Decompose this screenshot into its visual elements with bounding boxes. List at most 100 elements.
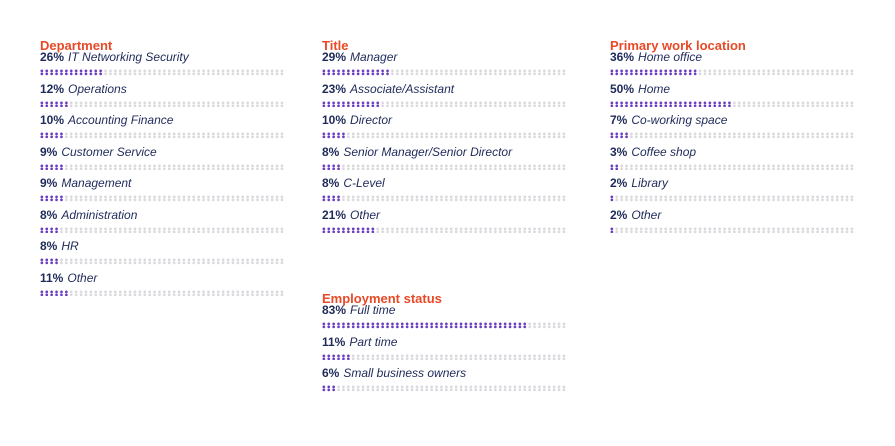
bar-dot-empty bbox=[538, 198, 541, 202]
data-label: 29% bbox=[322, 50, 347, 64]
bar-dot-empty bbox=[562, 167, 566, 170]
bar-dot-filled bbox=[40, 72, 44, 76]
bar-dot-empty bbox=[246, 167, 249, 170]
bar-dot-empty bbox=[158, 104, 161, 107]
bar-dot-empty bbox=[547, 104, 551, 107]
item-label: 11%Part time bbox=[322, 335, 397, 349]
bar-dot-empty bbox=[143, 164, 147, 167]
bar-dot-filled bbox=[371, 72, 375, 76]
bar-dot-filled bbox=[508, 322, 512, 326]
bar-dot-empty bbox=[420, 388, 424, 392]
bar-dot-empty bbox=[728, 132, 731, 136]
bar-dot-empty bbox=[270, 167, 274, 170]
bar-dot-empty bbox=[167, 227, 171, 230]
dot-bar bbox=[40, 258, 284, 265]
bar-dot-empty bbox=[138, 164, 142, 167]
bar-dot-filled bbox=[332, 167, 335, 170]
bar-dot-empty bbox=[381, 132, 384, 136]
bar-dot-empty bbox=[479, 104, 482, 107]
bar-dot-filled bbox=[679, 104, 682, 107]
bar-dot-empty bbox=[212, 261, 215, 265]
data-label: 11% bbox=[322, 334, 346, 349]
bar-dot-empty bbox=[445, 198, 448, 202]
bar-dot-empty bbox=[246, 230, 249, 233]
bar-dot-empty bbox=[796, 195, 800, 199]
bar-dot-filled bbox=[337, 104, 340, 107]
bar-dot-empty bbox=[270, 72, 274, 76]
bar-dot-empty bbox=[713, 195, 717, 199]
bar-dot-empty bbox=[94, 167, 98, 170]
bar-dot-empty bbox=[498, 104, 502, 107]
bar-dot-filled bbox=[332, 104, 335, 107]
bar-dot-empty bbox=[376, 354, 380, 357]
bar-dot-empty bbox=[79, 198, 83, 202]
bar-dot-filled bbox=[89, 72, 93, 76]
bar-dot-filled bbox=[644, 104, 648, 107]
bar-dot-empty bbox=[762, 135, 766, 139]
bar-dot-filled bbox=[45, 104, 49, 107]
bar-dot-empty bbox=[69, 227, 73, 230]
bar-dot-empty bbox=[850, 104, 854, 107]
bar-dot-empty bbox=[361, 132, 365, 136]
bar-dot-empty bbox=[747, 227, 751, 230]
bar-dot-filled bbox=[55, 72, 58, 76]
bar-dot-empty bbox=[454, 388, 458, 392]
bar-dot-empty bbox=[158, 195, 161, 199]
bar-dot-filled bbox=[610, 164, 614, 167]
bar-dot-empty bbox=[236, 293, 240, 296]
bar-dot-filled bbox=[347, 72, 350, 76]
bar-dot-empty bbox=[533, 322, 536, 326]
bar-dot-empty bbox=[850, 72, 854, 76]
bar-dot-empty bbox=[767, 104, 770, 107]
bar-dot-empty bbox=[459, 198, 463, 202]
bar-dot-empty bbox=[246, 261, 249, 265]
bar-dot-empty bbox=[513, 227, 517, 230]
bar-dot-empty bbox=[737, 230, 741, 233]
bar-dot-empty bbox=[361, 135, 365, 139]
bar-dot-empty bbox=[552, 357, 556, 360]
bar-dot-empty bbox=[216, 132, 220, 136]
bar-dot-filled bbox=[649, 72, 653, 76]
bar-dot-filled bbox=[620, 104, 623, 107]
bar-dot-empty bbox=[158, 293, 161, 296]
bar-dot-empty bbox=[400, 167, 404, 170]
bar-dot-empty bbox=[718, 198, 721, 202]
bar-dot-empty bbox=[104, 72, 107, 76]
bar-dot-empty bbox=[356, 198, 360, 202]
bar-dot-filled bbox=[361, 69, 365, 73]
bar-dot-empty bbox=[484, 198, 487, 202]
bar-dot-empty bbox=[396, 69, 399, 73]
bar-dot-empty bbox=[474, 101, 478, 104]
bar-dot-empty bbox=[503, 101, 507, 104]
bar-dot-empty bbox=[231, 135, 235, 139]
bar-dot-filled bbox=[396, 322, 399, 326]
bar-dot-empty bbox=[114, 167, 117, 170]
bar-dot-empty bbox=[256, 198, 259, 202]
bar-dot-empty bbox=[713, 167, 717, 170]
bar-dot-filled bbox=[327, 227, 331, 230]
data-label: 8% bbox=[40, 207, 58, 222]
bar-dot-empty bbox=[376, 357, 380, 360]
bar-dot-filled bbox=[337, 230, 340, 233]
bar-dot-filled bbox=[40, 164, 44, 167]
bar-dot-empty bbox=[177, 69, 181, 73]
bar-dot-filled bbox=[45, 195, 49, 199]
bar-dot-empty bbox=[143, 293, 147, 296]
bar-dot-empty bbox=[479, 354, 482, 357]
bar-dot-empty bbox=[538, 167, 541, 170]
bar-dot-filled bbox=[322, 230, 326, 233]
bar-dot-empty bbox=[688, 164, 692, 167]
bar-dot-filled bbox=[337, 164, 340, 167]
bar-dot-empty bbox=[371, 195, 375, 199]
bar-dot-filled bbox=[65, 69, 68, 73]
bar-dot-filled bbox=[45, 167, 49, 170]
bar-dot-empty bbox=[99, 230, 102, 233]
bar-dot-empty bbox=[347, 135, 350, 139]
bar-dot-empty bbox=[376, 388, 380, 392]
bar-dot-empty bbox=[782, 72, 785, 76]
bar-dot-empty bbox=[123, 69, 127, 73]
bar-dot-empty bbox=[826, 104, 829, 107]
bar-dot-filled bbox=[50, 72, 53, 76]
bar-dot-empty bbox=[187, 104, 191, 107]
bar-dot-empty bbox=[728, 164, 731, 167]
